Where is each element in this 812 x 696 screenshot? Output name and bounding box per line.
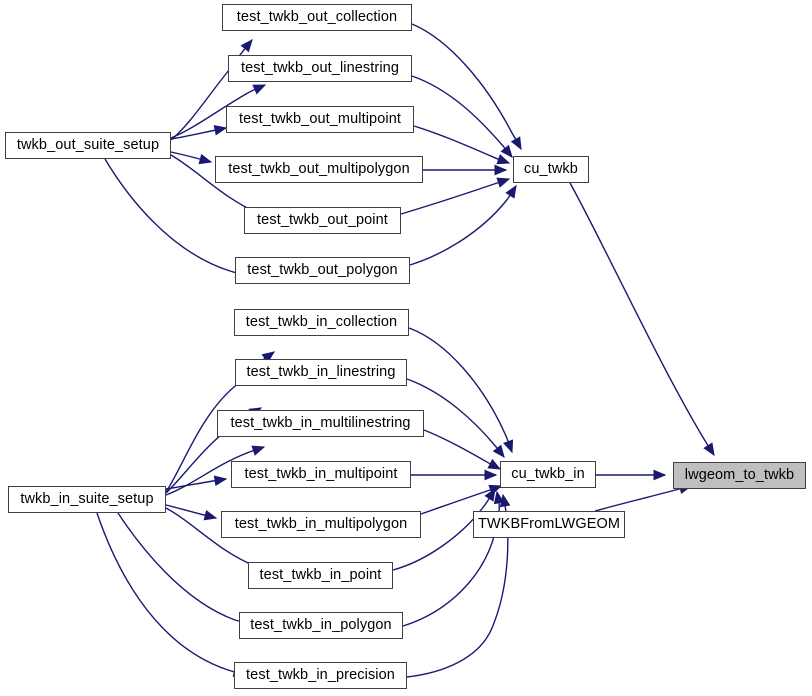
node-label: test_twkb_in_polygon	[250, 617, 392, 634]
node-test_twkb_in_collection[interactable]: test_twkb_in_collection	[234, 309, 409, 336]
arrowhead	[505, 184, 517, 199]
node-label: TWKBFromLWGEOM	[477, 516, 621, 533]
node-label: test_twkb_out_multipolygon	[228, 161, 410, 178]
node-label: twkb_out_suite_setup	[16, 137, 160, 154]
edge-test_twkb_in_multilinestring-to-cu_twkb_in	[423, 429, 502, 470]
arrowhead	[240, 39, 253, 53]
arrowhead	[499, 493, 511, 508]
arrowhead	[496, 154, 511, 165]
node-cu_twkb_in[interactable]: cu_twkb_in	[500, 461, 596, 488]
edge-test_twkb_out_collection-to-cu_twkb	[411, 23, 522, 151]
node-test_twkb_out_polygon[interactable]: test_twkb_out_polygon	[235, 257, 410, 284]
node-label: cu_twkb	[524, 161, 578, 178]
arrowhead	[493, 490, 505, 505]
node-test_twkb_in_linestring[interactable]: test_twkb_in_linestring	[235, 359, 407, 386]
arrowhead	[494, 164, 508, 176]
node-label: test_twkb_in_multipoint	[244, 466, 398, 483]
node-twkb_in_suite_setup[interactable]: twkb_in_suite_setup	[8, 486, 166, 513]
arrowhead	[492, 444, 505, 459]
node-test_twkb_in_precision[interactable]: test_twkb_in_precision	[234, 662, 407, 689]
edge-test_twkb_in_collection-to-cu_twkb_in	[408, 327, 514, 454]
node-test_twkb_in_multipoint[interactable]: test_twkb_in_multipoint	[231, 461, 411, 488]
node-test_twkb_out_point[interactable]: test_twkb_out_point	[244, 207, 401, 234]
node-label: test_twkb_in_point	[259, 567, 382, 584]
arrowhead	[496, 177, 511, 188]
node-label: test_twkb_in_collection	[245, 314, 398, 331]
node-label: test_twkb_out_linestring	[241, 60, 399, 77]
edge-test_twkb_in_polygon-to-cu_twkb_in	[402, 490, 505, 627]
arrowhead	[251, 445, 266, 456]
edge-test_twkb_out_polygon-to-cu_twkb	[409, 184, 517, 266]
node-lwgeom_to_twkb[interactable]: lwgeom_to_twkb	[673, 462, 806, 489]
edge-test_twkb_in_point-to-cu_twkb_in	[392, 487, 496, 571]
edge-twkb_in_suite_setup-to-test_twkb_in_multipoint	[165, 475, 228, 490]
node-test_twkb_in_polygon[interactable]: test_twkb_in_polygon	[239, 612, 403, 639]
edge-test_twkb_out_linestring-to-cu_twkb	[411, 75, 513, 158]
arrowhead	[252, 84, 267, 95]
node-test_twkb_out_multipoint[interactable]: test_twkb_out_multipoint	[226, 106, 414, 133]
edge-test_twkb_in_multipoint-to-cu_twkb_in	[411, 469, 498, 481]
edge-cu_twkb_in-to-lwgeom_to_twkb	[596, 469, 667, 481]
arrowhead	[261, 351, 276, 364]
arrowhead	[198, 153, 213, 165]
node-label: twkb_in_suite_setup	[20, 491, 154, 508]
node-label: cu_twkb_in	[511, 466, 585, 483]
node-label: test_twkb_in_multilinestring	[230, 415, 411, 432]
arrowhead	[213, 125, 228, 136]
node-test_twkb_out_multipolygon[interactable]: test_twkb_out_multipolygon	[215, 156, 423, 183]
edge-twkb_out_suite_setup-to-test_twkb_out_multipolygon	[170, 151, 213, 165]
node-twkb_out_suite_setup[interactable]: twkb_out_suite_setup	[5, 132, 171, 159]
arrowhead	[203, 509, 218, 521]
edge-twkb_in_suite_setup-to-test_twkb_in_multipolygon	[165, 504, 218, 521]
node-label: test_twkb_in_precision	[246, 667, 395, 684]
arrowhead	[510, 136, 522, 151]
node-label: test_twkb_out_polygon	[247, 262, 398, 279]
arrowhead	[653, 469, 667, 481]
node-label: test_twkb_out_point	[257, 212, 388, 229]
node-test_twkb_out_collection[interactable]: test_twkb_out_collection	[222, 4, 412, 31]
edge-twkb_in_suite_setup-to-test_twkb_in_multilinestring	[165, 445, 266, 496]
node-label: test_twkb_out_multipoint	[239, 111, 401, 128]
edge-test_twkb_out_multipolygon-to-cu_twkb	[423, 164, 508, 176]
edge-twkb_out_suite_setup-to-test_twkb_out_linestring	[170, 84, 267, 139]
node-test_twkb_in_multilinestring[interactable]: test_twkb_in_multilinestring	[217, 410, 424, 437]
edge-cu_twkb-to-lwgeom_to_twkb	[569, 182, 715, 457]
arrowhead	[500, 144, 513, 158]
node-label: test_twkb_out_collection	[236, 9, 398, 26]
node-label: lwgeom_to_twkb	[684, 467, 795, 484]
edge-twkb_out_suite_setup-to-test_twkb_out_multipoint	[170, 125, 228, 140]
arrowhead	[503, 439, 514, 454]
arrowhead	[213, 475, 228, 487]
node-test_twkb_in_point[interactable]: test_twkb_in_point	[248, 562, 393, 589]
arrowhead	[484, 469, 498, 481]
edge-test_twkb_out_multipoint-to-cu_twkb	[413, 125, 511, 165]
node-test_twkb_in_multipolygon[interactable]: test_twkb_in_multipolygon	[221, 511, 421, 538]
node-cu_twkb[interactable]: cu_twkb	[513, 156, 589, 183]
arrowhead	[703, 442, 715, 457]
edge-test_twkb_out_point-to-cu_twkb	[400, 177, 511, 215]
node-test_twkb_out_linestring[interactable]: test_twkb_out_linestring	[228, 55, 412, 82]
node-label: test_twkb_in_linestring	[246, 364, 396, 381]
arrowhead	[487, 458, 502, 470]
arrowhead	[484, 487, 496, 502]
edge-test_twkb_in_linestring-to-cu_twkb_in	[406, 378, 505, 459]
node-label: test_twkb_in_multipolygon	[234, 516, 408, 533]
node-TWKBFromLWGEOM[interactable]: TWKBFromLWGEOM	[473, 511, 625, 538]
